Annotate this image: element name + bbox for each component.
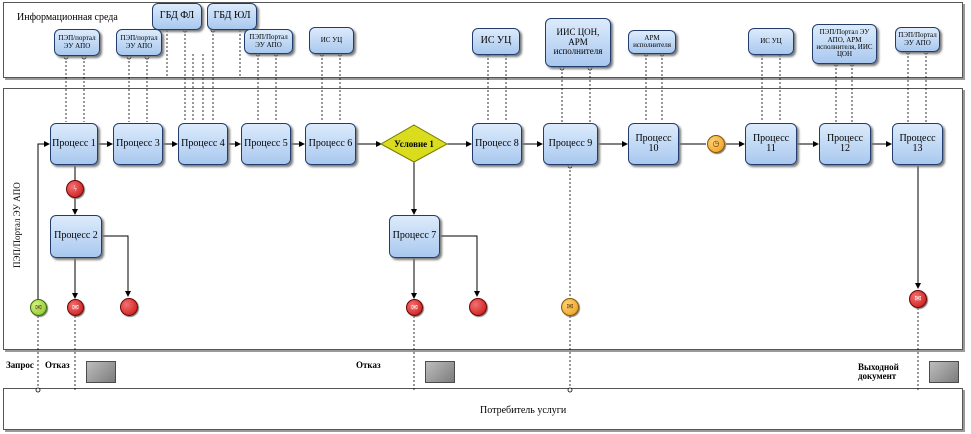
- process-6[interactable]: Процесс 6: [305, 123, 356, 165]
- label-refusal-2: Отказ: [356, 360, 381, 370]
- process-5[interactable]: Процесс 5: [241, 123, 291, 165]
- system-iis-con-9: ИИС ЦОН, АРМ исполнителя: [545, 18, 611, 67]
- end-event-1: [120, 298, 138, 316]
- system-pep-portal-1: ПЭП/портал ЭУ АПО: [54, 29, 100, 56]
- system-arm-10: АРМ исполнителя: [628, 30, 676, 54]
- system-pep-portal-3: ПЭП/портал ЭУ АПО: [116, 29, 162, 56]
- intermediate-message-event: ✉: [561, 298, 579, 316]
- envelope-icon: ✉: [72, 302, 79, 312]
- document-icon: [929, 361, 959, 383]
- end-event-2: [469, 298, 487, 316]
- lightning-icon: ϟ: [73, 184, 77, 193]
- system-pep-portal-13: ПЭП/Портал ЭУ АПО: [895, 27, 940, 52]
- clock-icon: ◷: [712, 139, 720, 148]
- label-refusal-1: Отказ: [45, 360, 70, 370]
- envelope-icon: ✉: [566, 302, 574, 311]
- system-is-uc-11: ИС УЦ: [748, 28, 794, 55]
- process-10[interactable]: Процесс 10: [628, 123, 679, 165]
- process-2[interactable]: Процесс 2: [50, 215, 102, 258]
- start-message-event: ✉: [30, 299, 47, 316]
- system-gbd-fl: ГБД ФЛ: [152, 3, 202, 30]
- label-output-document: Выходной документ: [858, 362, 899, 382]
- consumer-lane: [3, 388, 963, 430]
- system-is-uc-8: ИС УЦ: [472, 28, 520, 55]
- process-4[interactable]: Процесс 4: [178, 123, 228, 165]
- end-message-event-output: ✉: [909, 290, 927, 308]
- process-13[interactable]: Процесс 13: [892, 123, 943, 165]
- process-11[interactable]: Процесс 11: [745, 123, 797, 165]
- process-8[interactable]: Процесс 8: [472, 123, 522, 165]
- process-3[interactable]: Процесс 3: [113, 123, 163, 165]
- condition-1-diamond: [379, 124, 449, 163]
- document-icon: [86, 361, 116, 383]
- consumer-lane-title: Потребитель услуги: [480, 405, 567, 416]
- system-pep-portal-12: ПЭП/Портал ЭУ АПО, АРМ исполнителя, ИИС …: [812, 24, 877, 64]
- system-pep-portal-5: ПЭП/Портал ЭУ АПО: [244, 29, 293, 54]
- system-gbd-ul: ГБД ЮЛ: [207, 3, 257, 30]
- system-is-uc-6: ИС УЦ: [309, 27, 354, 54]
- label-request: Запрос: [6, 360, 34, 370]
- error-intermediate-event: ϟ: [66, 180, 84, 198]
- document-icon: [425, 361, 455, 383]
- info-env-lane-title: Информационная среда: [17, 12, 118, 23]
- process-7[interactable]: Процесс 7: [389, 215, 440, 258]
- condition-1-label: Условие 1: [394, 139, 434, 149]
- envelope-icon: ✉: [411, 302, 418, 312]
- envelope-icon: ✉: [914, 294, 922, 303]
- timer-event: ◷: [707, 135, 725, 153]
- process-1[interactable]: Процесс 1: [50, 123, 98, 165]
- process-12[interactable]: Процесс 12: [819, 123, 871, 165]
- end-message-event-refusal-2: ✉: [406, 299, 423, 316]
- process-9[interactable]: Процесс 9: [543, 123, 598, 165]
- end-message-event-refusal-1: ✉: [67, 299, 84, 316]
- envelope-icon: ✉: [35, 302, 42, 312]
